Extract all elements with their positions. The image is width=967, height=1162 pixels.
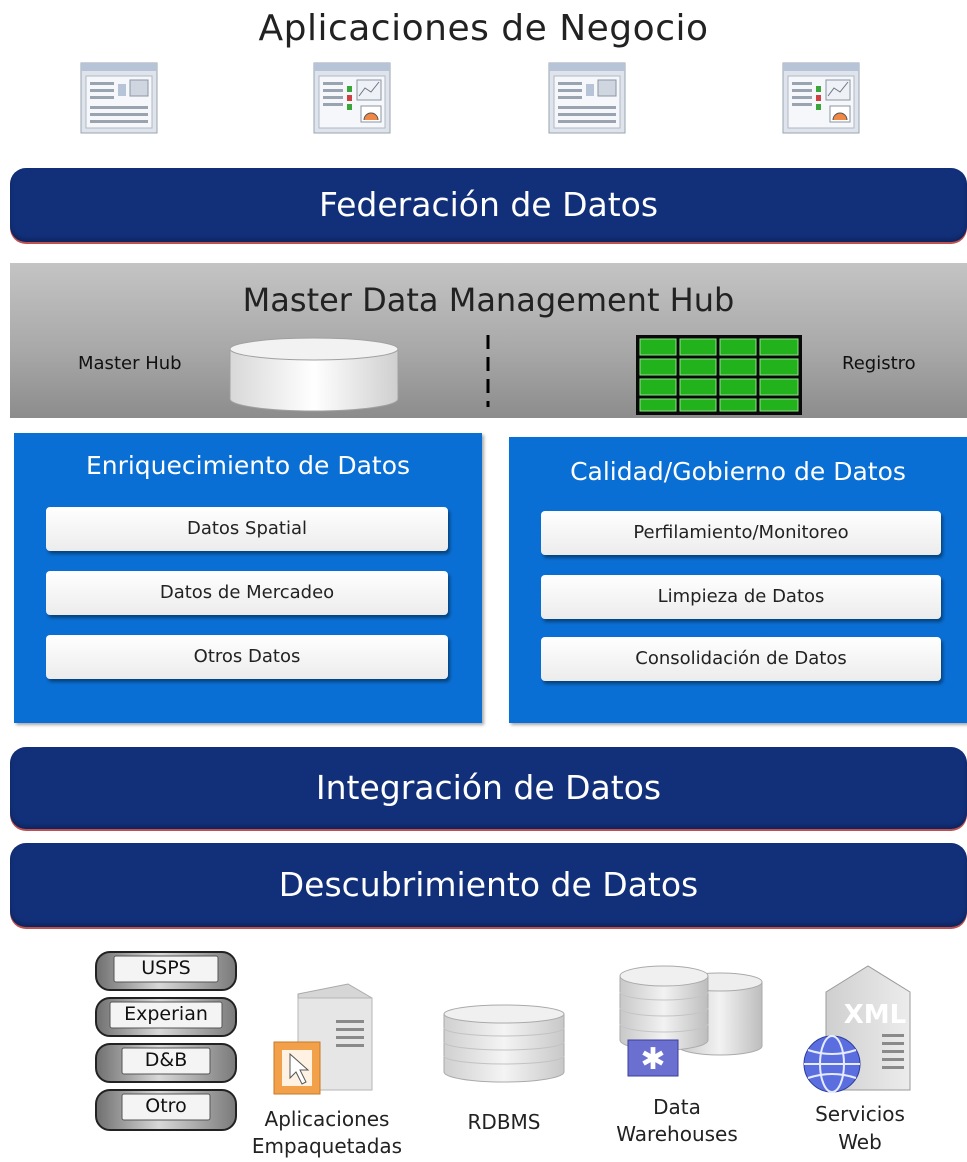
registro-label: Registro xyxy=(842,353,916,374)
dashboard-app-icon xyxy=(313,62,391,134)
mdm-hub: Master Data Management Hub Master Hub Re… xyxy=(10,263,967,418)
empaquetadas-label: Aplicaciones Empaquetadas xyxy=(250,1106,404,1160)
enriquecimiento-title: Enriquecimiento de Datos xyxy=(85,451,411,480)
enriquecimiento-item: Otros Datos xyxy=(46,635,448,679)
separator-dashed-line xyxy=(486,335,490,407)
federacion-band: Federación de Datos xyxy=(10,168,967,242)
otro-label: Otro xyxy=(145,1095,187,1117)
rdbms-label: RDBMS xyxy=(467,1110,541,1134)
warehouses-label: Data Warehouses xyxy=(600,1094,754,1148)
servicios-label: Servicios Web xyxy=(798,1100,922,1156)
page-title: Aplicaciones de Negocio xyxy=(258,8,709,49)
mdm-title: Master Data Management Hub xyxy=(242,281,735,319)
descubrimiento-band: Descubrimiento de Datos xyxy=(10,843,967,927)
enriquecimiento-item: Datos Spatial xyxy=(46,507,448,551)
xml-document-icon xyxy=(803,965,911,1093)
web-services-icon: XML xyxy=(800,962,926,1098)
business-app-icon xyxy=(548,62,626,134)
business-app-icon xyxy=(80,62,158,134)
warehouses-line1: Data xyxy=(653,1095,701,1119)
svg-text:✱: ✱ xyxy=(640,1042,665,1077)
empaquetadas-line1: Aplicaciones xyxy=(264,1107,390,1131)
enriquecimiento-item: Datos de Mercadeo xyxy=(46,571,448,615)
warehouses-line2: Warehouses xyxy=(616,1122,738,1146)
disk-stack-icon xyxy=(95,951,237,1131)
master-hub-label: Master Hub xyxy=(78,353,182,374)
servicios-line2: Web xyxy=(838,1130,882,1154)
enriquecimiento-panel: Enriquecimiento de Datos Datos Spatial D… xyxy=(14,433,482,723)
calidad-title: Calidad/Gobierno de Datos xyxy=(570,457,906,486)
servicios-line1: Servicios xyxy=(815,1102,905,1126)
empaquetadas-line2: Empaquetadas xyxy=(251,1134,403,1158)
packaged-app-icon xyxy=(273,983,373,1095)
integracion-band: Integración de Datos xyxy=(10,747,967,829)
data-provider-stack: USPS Experian D&B Otro xyxy=(92,948,240,1136)
dashboard-app-icon xyxy=(782,62,860,134)
data-warehouse-icon: ✱ xyxy=(619,965,763,1077)
xml-label: XML xyxy=(843,1000,907,1030)
integracion-label: Integración de Datos xyxy=(315,768,662,807)
calidad-item: Limpieza de Datos xyxy=(541,575,941,619)
calidad-item: Consolidación de Datos xyxy=(541,637,941,681)
rdbms-database-icon xyxy=(443,1004,565,1083)
dandb-label: D&B xyxy=(144,1049,188,1071)
calidad-item: Perfilamiento/Monitoreo xyxy=(541,511,941,555)
registro-grid-icon xyxy=(636,335,802,415)
master-hub-cylinder-icon xyxy=(229,337,399,412)
descubrimiento-label: Descubrimiento de Datos xyxy=(278,865,699,904)
calidad-panel: Calidad/Gobierno de Datos Perfilamiento/… xyxy=(509,437,967,723)
experian-label: Experian xyxy=(124,1003,208,1025)
usps-label: USPS xyxy=(141,957,191,979)
federacion-label: Federación de Datos xyxy=(318,185,659,224)
